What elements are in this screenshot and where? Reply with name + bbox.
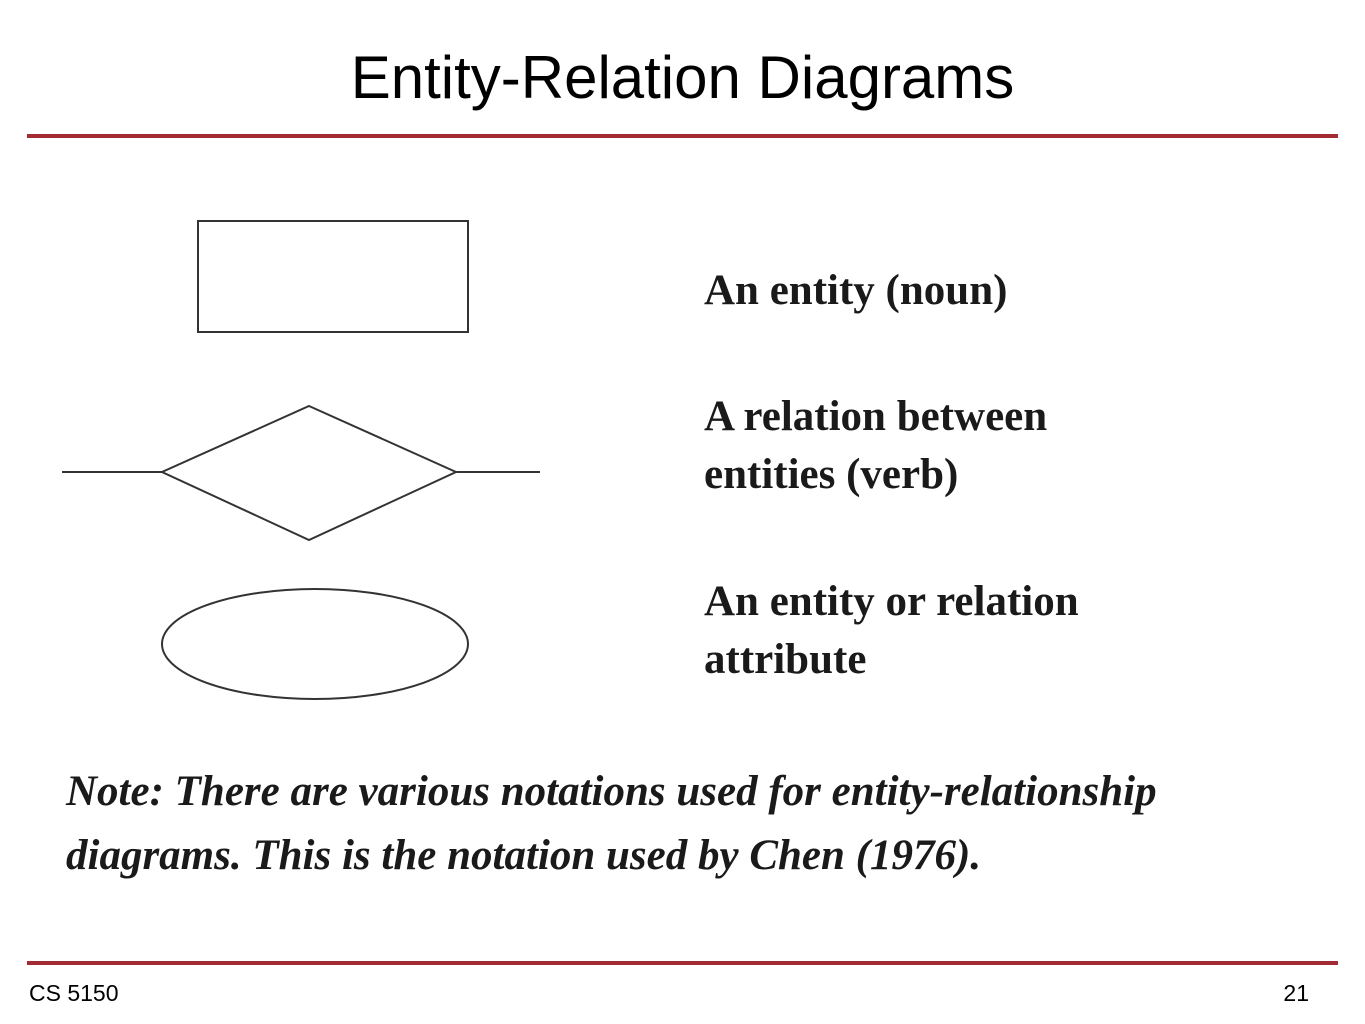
notation-note-line-2: diagrams. This is the notation used by C… xyxy=(66,832,982,879)
entity-description-line: An entity (noun) xyxy=(704,267,1008,314)
relation-diamond xyxy=(159,404,459,542)
page-number: 21 xyxy=(1283,980,1309,1006)
attribute-description-line-2: attribute xyxy=(704,636,867,683)
bottom-divider xyxy=(27,961,1338,965)
entity-description: An entity (noun) xyxy=(704,262,1007,320)
attribute-ellipse xyxy=(161,588,469,700)
top-divider xyxy=(27,134,1338,138)
attribute-description: An entity or relation attribute xyxy=(704,573,1079,689)
slide-title: Entity-Relation Diagrams xyxy=(350,44,1015,111)
relation-description-line-2: entities (verb) xyxy=(704,451,959,498)
notation-note-line-1: Note: There are various notations used f… xyxy=(66,768,1157,815)
entity-rectangle xyxy=(197,220,469,333)
relation-description-line-1: A relation between xyxy=(704,393,1048,440)
relation-description: A relation between entities (verb) xyxy=(704,388,1047,504)
course-label: CS 5150 xyxy=(29,980,119,1006)
notation-note: Note: There are various notations used f… xyxy=(66,760,1157,888)
attribute-description-line-1: An entity or relation xyxy=(704,578,1079,625)
